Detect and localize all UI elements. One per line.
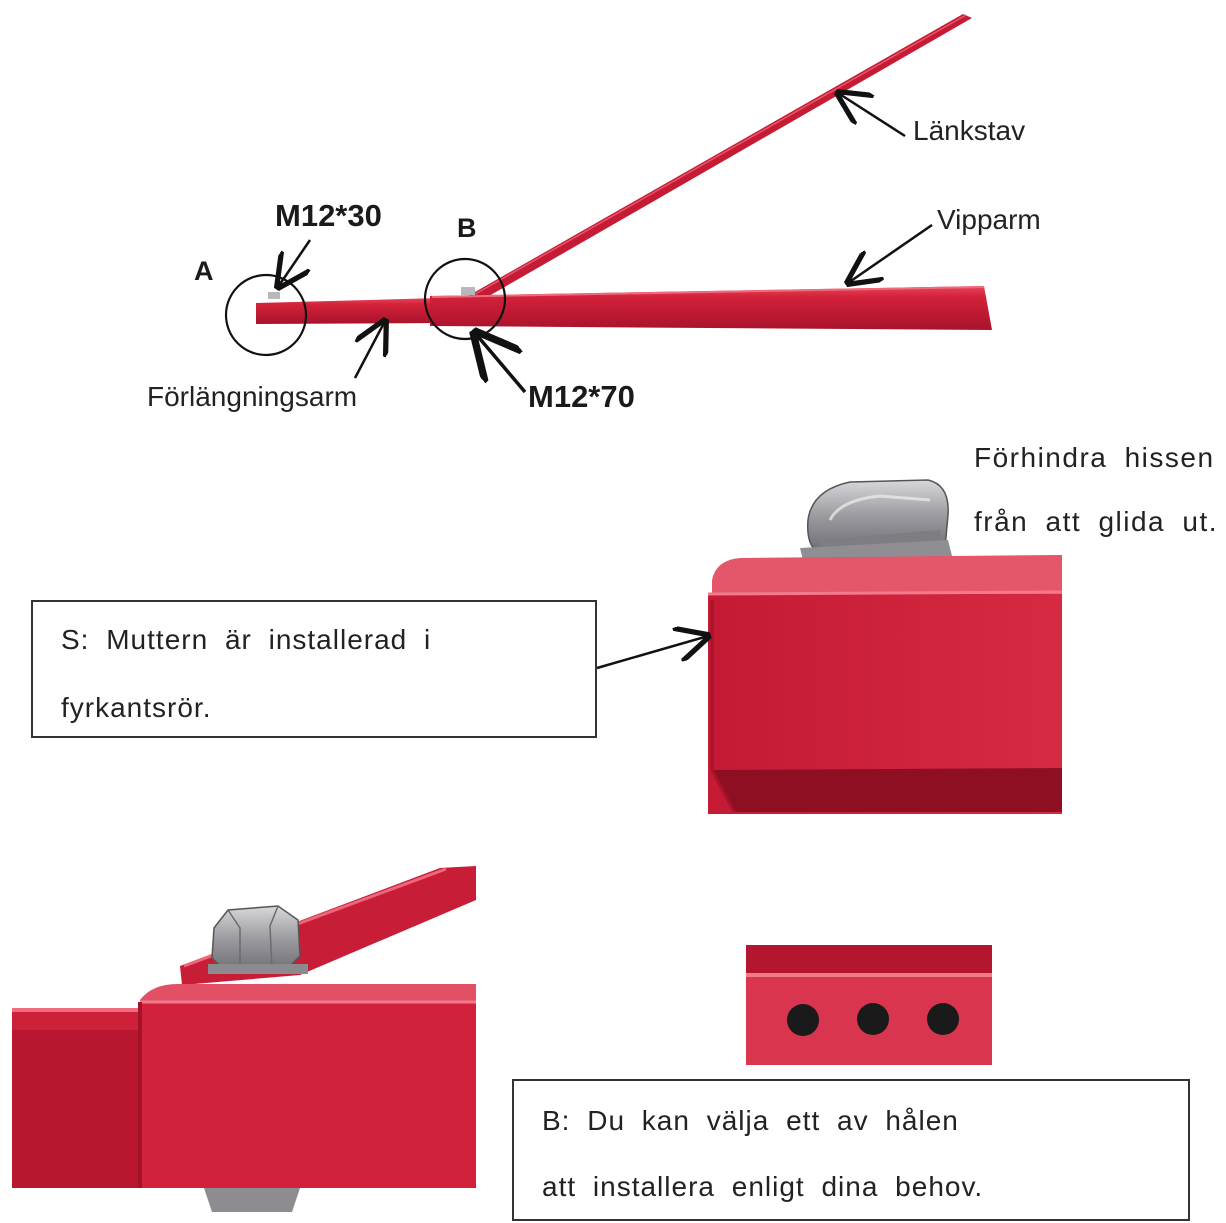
callout-b-line1: B: Du kan välja ett av hålen bbox=[542, 1105, 959, 1136]
arm-overview bbox=[224, 14, 992, 394]
circle-a bbox=[224, 273, 308, 357]
note-top-right-line1: Förhindra hissen bbox=[974, 442, 1215, 473]
square-tube-top-face bbox=[712, 555, 1062, 596]
arrow-m1230 bbox=[278, 239, 312, 287]
bolt-a-head bbox=[268, 292, 280, 299]
link-rod bbox=[468, 14, 972, 300]
label-point-b: B bbox=[457, 213, 477, 243]
hex-nut-bottom bbox=[204, 1188, 300, 1212]
arrow-m1270 bbox=[475, 333, 527, 394]
extension-arm bbox=[256, 298, 440, 324]
arrow-forlangningsarm bbox=[353, 321, 385, 379]
hole-1 bbox=[787, 1004, 819, 1036]
label-forlangningsarm: Förlängningsarm bbox=[147, 381, 358, 412]
circle-b bbox=[423, 257, 507, 341]
label-vipparm: Vipparm bbox=[937, 204, 1041, 235]
callout-box-s: S: Muttern är installerad i fyrkantsrör. bbox=[31, 600, 597, 738]
hole-3 bbox=[927, 1003, 959, 1035]
outer-tube bbox=[140, 1002, 476, 1188]
hole-strip-closeup bbox=[746, 945, 992, 1065]
callout-box-b: B: Du kan välja ett av hålen att install… bbox=[512, 1079, 1190, 1221]
rocker-arm bbox=[430, 286, 992, 330]
callout-b-line2: att installera enligt dina behov. bbox=[542, 1171, 984, 1202]
arrow-vipparm bbox=[848, 223, 933, 283]
label-point-a: A bbox=[194, 256, 214, 286]
label-lankstav: Länkstav bbox=[913, 115, 1026, 146]
outer-tube-top bbox=[140, 984, 476, 1004]
callout-s-line2: fyrkantsrör. bbox=[61, 692, 212, 723]
label-bolt-m1230: M12*30 bbox=[275, 198, 382, 233]
callout-s-line1: S: Muttern är installerad i bbox=[61, 624, 432, 655]
label-bolt-m1270: M12*70 bbox=[528, 379, 635, 414]
hex-nut-top bbox=[211, 905, 301, 973]
note-top-right-line2: från att glida ut. bbox=[974, 506, 1219, 537]
hole-2 bbox=[857, 1003, 889, 1035]
arrow-lankstav bbox=[838, 93, 906, 138]
joint-closeup bbox=[12, 866, 476, 1212]
square-tube-closeup bbox=[596, 479, 1063, 814]
arrow-callout-s bbox=[596, 636, 708, 670]
bolt-b-head bbox=[461, 287, 475, 295]
